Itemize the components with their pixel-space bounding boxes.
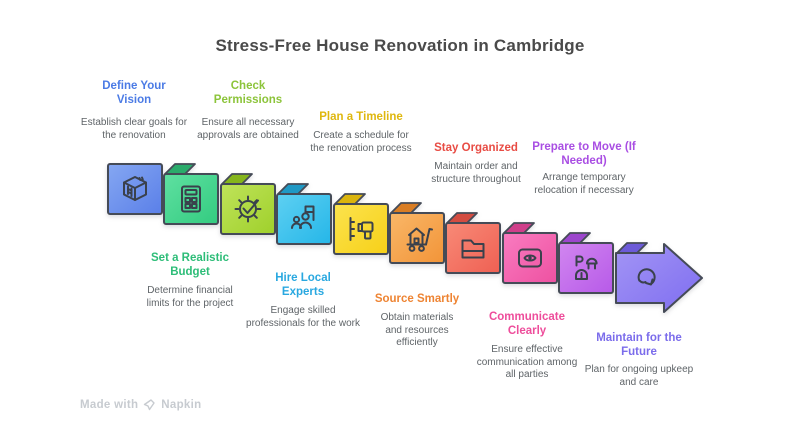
step-desc-prepare-to-move: Arrange temporary relocation if necessar… [534, 172, 634, 196]
eye-frame-icon [518, 248, 542, 268]
step-panel-define-your-vision [107, 163, 163, 215]
step-desc-hire-local-experts: Engage skilled professionals for the wor… [246, 305, 360, 329]
step-desc-define-your-vision: Establish clear goals for the renovation [80, 117, 188, 141]
made-with-napkin-credit: Made with Napkin [80, 398, 201, 411]
step-desc-maintain-for-the-future: Plan for ongoing upkeep and care [584, 364, 694, 388]
house-cart-icon [406, 227, 433, 252]
step-panel-hire-local-experts [276, 183, 332, 245]
step-desc-plan-a-timeline: Create a schedule for the renovation pro… [310, 130, 412, 154]
step-panel-source-smartly [389, 202, 445, 264]
napkin-brand-text: Napkin [161, 398, 202, 411]
step-desc-source-smartly: Obtain materials and resources efficient… [380, 312, 454, 348]
step-title-stay-organized: Stay Organized [434, 142, 518, 154]
step-title-define-your-vision: Define Your Vision [102, 80, 166, 106]
team-flag-icon [291, 205, 315, 229]
budget-calculator-icon [181, 185, 201, 213]
step-title-maintain-for-the-future: Maintain for the Future [596, 332, 682, 358]
step-title-check-permissions: Check Permissions [213, 80, 283, 106]
made-with-text: Made with [80, 398, 139, 411]
step-desc-stay-organized: Maintain order and structure throughout [431, 161, 521, 185]
step-desc-check-permissions: Ensure all necessary approvals are obtai… [197, 117, 299, 141]
step-panel-communicate-clearly [502, 222, 558, 284]
step-panel-prepare-to-move [558, 232, 614, 294]
step-title-plan-a-timeline: Plan a Timeline [319, 111, 403, 123]
step-panel-check-permissions [220, 173, 276, 235]
step-title-communicate-clearly: Communicate Clearly [488, 311, 566, 337]
step-panel-stay-organized [445, 212, 501, 274]
page-title: Stress-Free House Renovation in Cambridg… [215, 36, 585, 55]
temporary-housing-icon [575, 255, 598, 280]
step-title-prepare-to-move: Prepare to Move (If Needed) [532, 141, 636, 167]
step-panel-set-a-realistic-budget [163, 163, 219, 225]
renewal-cycle-icon [637, 268, 656, 286]
step-title-set-a-realistic-budget: Set a Realistic Budget [151, 252, 229, 278]
step-desc-communicate-clearly: Ensure effective communication among all… [476, 344, 578, 380]
step-title-source-smartly: Source Smartly [374, 293, 460, 305]
step-panel-maintain-for-the-future [615, 242, 703, 313]
step-desc-set-a-realistic-budget: Determine financial limits for the proje… [146, 285, 234, 309]
napkin-logo-icon [144, 399, 155, 411]
drill-checklist-icon [349, 217, 374, 241]
vision-cube-icon [123, 176, 147, 201]
approval-gear-check-icon [234, 195, 262, 223]
step-title-hire-local-experts: Hire Local Experts [275, 272, 331, 298]
folder-icon [461, 239, 485, 259]
step-panel-plan-a-timeline [333, 193, 389, 255]
